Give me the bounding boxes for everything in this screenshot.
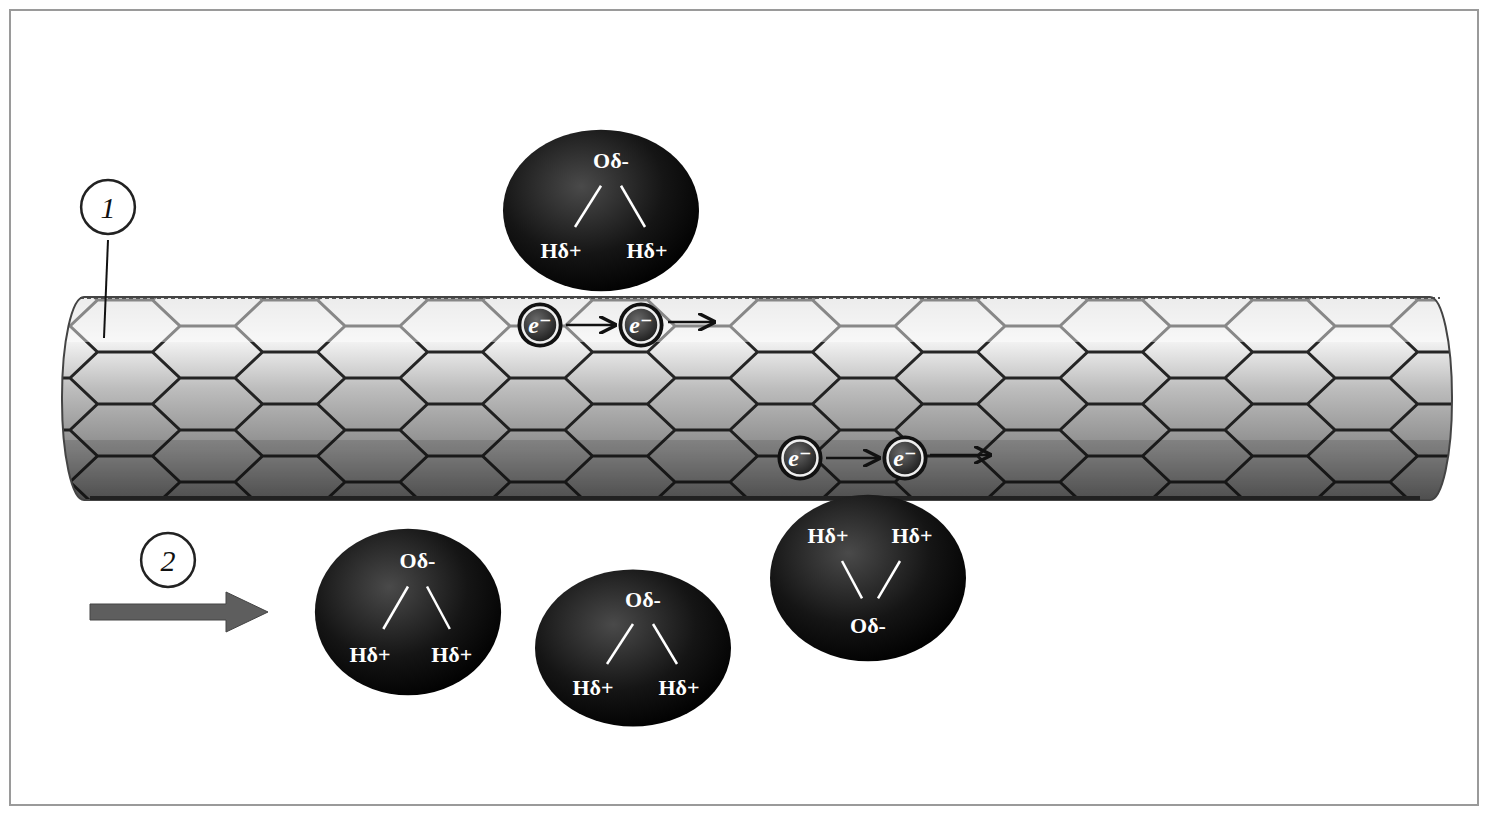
electron-transfer-arrow [566, 324, 615, 327]
atom-charge-label: Hδ+ [572, 676, 613, 700]
electron-flow-arrow [930, 454, 990, 457]
water-molecule: Oδ- Hδ+ Hδ+ [501, 128, 701, 293]
flow-arrow [90, 592, 268, 632]
electron: e⁻ [777, 435, 823, 481]
atom-charge-label: Hδ+ [658, 676, 699, 700]
electron-label: e⁻ [893, 445, 916, 471]
atom-charge-label: Oδ- [850, 614, 886, 638]
water-molecule: Hδ+ Hδ+ Oδ- [768, 493, 968, 663]
atom-charge-label: Hδ+ [349, 642, 390, 666]
electron-transfer-arrow [826, 457, 879, 460]
atom-charge-label: Hδ+ [626, 239, 667, 263]
electron: e⁻ [618, 302, 664, 348]
electron-flow-arrow [668, 321, 714, 324]
carbon-nanotube [62, 297, 1452, 500]
atom-charge-label: Hδ+ [807, 523, 848, 547]
frame [10, 10, 1478, 805]
water-molecule: Oδ- Hδ+ Hδ+ [313, 527, 503, 697]
atom-charge-label: Oδ- [625, 588, 661, 612]
electron: e⁻ [882, 435, 928, 481]
atom-charge-label: Oδ- [400, 549, 436, 573]
leader-line [104, 240, 108, 338]
electron: e⁻ [517, 302, 563, 348]
atom-charge-label: Hδ+ [540, 239, 581, 263]
electron-label: e⁻ [528, 312, 551, 338]
electron-label: e⁻ [788, 445, 811, 471]
atom-charge-label: Hδ+ [431, 642, 472, 666]
callout-number: 1 [101, 191, 116, 224]
electron-label: e⁻ [629, 312, 652, 338]
atom-charge-label: Hδ+ [891, 523, 932, 547]
callout-number: 2 [161, 544, 176, 577]
callout-number: 1 [80, 179, 136, 235]
callout-number: 2 [140, 532, 196, 588]
water-molecule: Oδ- Hδ+ Hδ+ [533, 568, 733, 728]
atom-charge-label: Oδ- [593, 148, 629, 172]
